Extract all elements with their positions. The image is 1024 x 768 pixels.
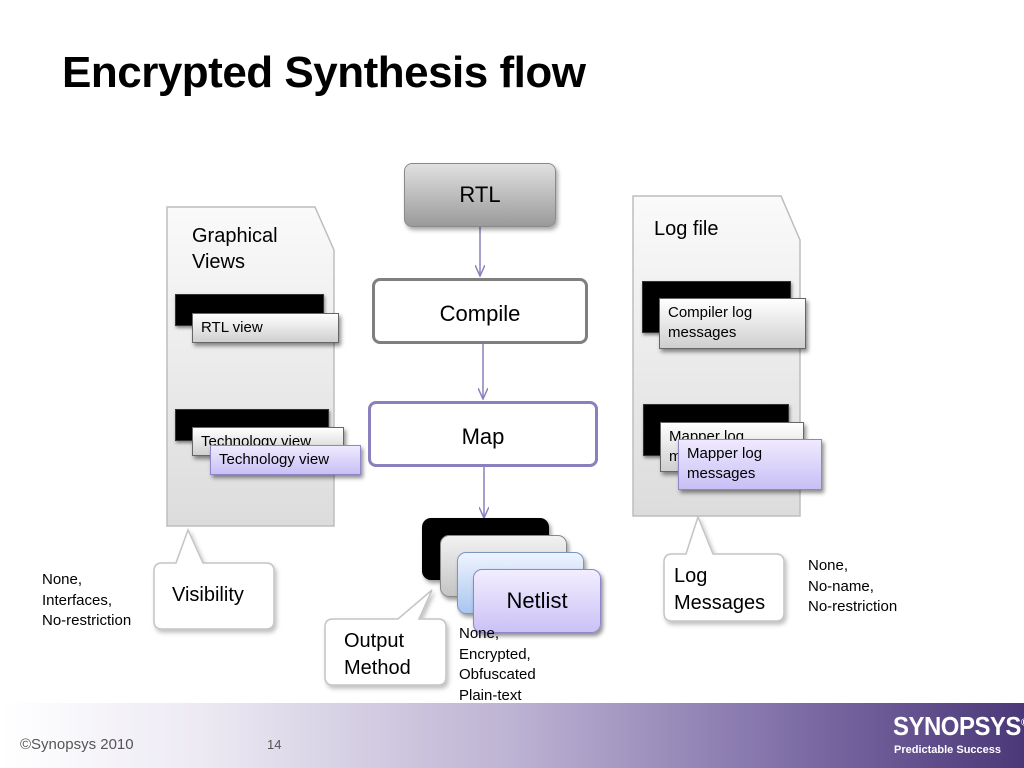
output-option-1: None, [459,625,500,642]
slide-title: Encrypted Synthesis flow [62,48,586,97]
footer-copyright: ©Synopsys 2010 [20,736,134,753]
log-option-3: No-restriction [808,598,898,615]
visibility-options-note: None, Interfaces, No-restriction [42,570,131,632]
rtl-view-card: RTL view [192,313,339,343]
log-messages-callout [663,514,785,622]
log-messages-line-2: Messages [674,592,766,614]
visibility-callout [153,528,275,630]
visibility-option-3: No-restriction [42,612,132,629]
synopsys-logo: SYNOPSYS® [893,711,1024,742]
logo-wordmark: SYNOPSYS [893,711,1021,741]
output-options-note: None, Encrypted, Obfuscated Plain-text [459,624,536,706]
output-method-line-1: Output [344,630,405,652]
tech-view-card-front: Technology view [210,445,361,475]
compiler-log-line-1: Compiler log [668,304,753,321]
compiler-log-card: Compiler log messages [659,298,806,349]
log-messages-line-1: Log [674,565,708,587]
graphical-views-line-2: Views [192,251,245,273]
output-option-2: Encrypted, [459,645,531,663]
output-method-line-2: Method [344,657,411,679]
output-method-callout [324,589,447,686]
map-label: Map [461,424,505,449]
footer-bar [0,703,1024,768]
compile-box: Compile [372,278,588,344]
netlist-label: Netlist [506,588,568,613]
mapper-log-front-line-1: Mapper log [687,445,763,462]
graphical-views-line-1: Graphical [192,225,278,247]
visibility-option-2: Interfaces, [42,591,113,609]
compiler-log-line-2: messages [668,324,737,341]
output-option-3: Obfuscated [459,666,536,683]
log-option-2: No-name, [808,577,874,595]
logo-registered-mark: ® [1021,717,1024,728]
mapper-log-card-front: Mapper log messages [678,439,822,490]
footer-tagline: Predictable Success [894,744,1002,756]
output-option-4: Plain-text [459,686,522,704]
footer-page-number: 14 [267,737,282,752]
log-options-note: None, No-name, No-restriction [808,556,897,618]
mapper-log-front-line-2: messages [687,465,756,482]
rtl-label: RTL [459,182,501,207]
log-option-1: None, [808,557,849,574]
visibility-callout-text: Visibility [172,584,244,606]
rtl-box: RTL [404,163,556,227]
compile-label: Compile [439,301,521,326]
output-method-callout-text: Output Method [344,628,411,682]
netlist-box: Netlist [473,569,601,633]
graphical-views-label: Graphical Views [192,223,278,275]
map-box: Map [368,401,598,467]
log-messages-callout-text: Log Messages [674,563,765,617]
log-file-label: Log file [654,218,719,240]
visibility-option-1: None, [42,571,83,588]
